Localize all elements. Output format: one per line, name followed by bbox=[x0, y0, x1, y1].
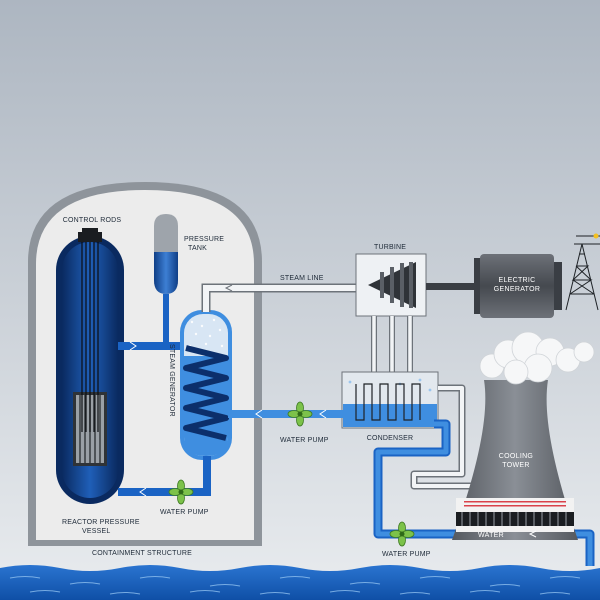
power-spark-icon bbox=[593, 233, 599, 239]
primary-hot-leg bbox=[118, 342, 186, 350]
steam-generator bbox=[180, 310, 232, 460]
condenser bbox=[341, 371, 439, 429]
pressure-tank-label-1: PRESSURE bbox=[184, 236, 224, 243]
cooling-tower bbox=[452, 380, 578, 540]
river-water bbox=[0, 565, 600, 600]
steam-line bbox=[201, 283, 366, 312]
water-pump-condenser-label: WATER PUMP bbox=[280, 437, 329, 444]
cooling-tower-label-2: TOWER bbox=[502, 462, 529, 469]
steam-line-label: STEAM LINE bbox=[280, 275, 324, 282]
steam-generator-label: STEAM GENERATOR bbox=[168, 344, 175, 417]
flow-arrow bbox=[255, 409, 263, 419]
condenser-water-pump bbox=[287, 401, 313, 427]
reactor-water-pump bbox=[168, 479, 194, 505]
reactor-vessel-label-1: REACTOR PRESSURE bbox=[62, 519, 140, 526]
control-rods bbox=[78, 228, 102, 432]
transmission-tower bbox=[565, 235, 600, 311]
primary-cold-leg-horizontal bbox=[118, 488, 211, 496]
flow-arrow bbox=[319, 409, 327, 419]
flow-arrow bbox=[528, 530, 537, 538]
flow-arrow bbox=[129, 341, 137, 351]
pressure-tank-label-2: TANK bbox=[188, 245, 207, 252]
turbine-label: TURBINE bbox=[374, 244, 406, 251]
cooling-water-loop bbox=[373, 419, 595, 566]
control-rods-label: CONTROL RODS bbox=[63, 217, 122, 224]
water-pump-reactor-label: WATER PUMP bbox=[160, 509, 209, 516]
turbine bbox=[355, 253, 427, 317]
steam-cloud bbox=[479, 331, 595, 385]
electric-generator-label-2: GENERATOR bbox=[494, 286, 540, 293]
feedwater-line bbox=[228, 410, 344, 418]
electric-generator-label-1: ELECTRIC bbox=[498, 277, 535, 284]
flow-arrow bbox=[139, 487, 147, 497]
pressure-tank bbox=[154, 214, 178, 346]
condenser-label: CONDENSER bbox=[367, 435, 414, 442]
cooling-tower-label-1: COOLING bbox=[499, 453, 533, 460]
reactor-vessel-label-2: VESSEL bbox=[82, 528, 110, 535]
electric-generator bbox=[474, 254, 562, 318]
warm-water-line bbox=[410, 384, 488, 490]
primary-cold-leg-vertical bbox=[203, 456, 211, 494]
water-label: WATER bbox=[478, 532, 504, 539]
containment-structure-label: CONTAINMENT STRUCTURE bbox=[92, 550, 192, 557]
water-pump-cooling-label: WATER PUMP bbox=[382, 551, 431, 558]
cooling-water-pump bbox=[389, 521, 415, 547]
generator-shaft bbox=[426, 283, 480, 290]
